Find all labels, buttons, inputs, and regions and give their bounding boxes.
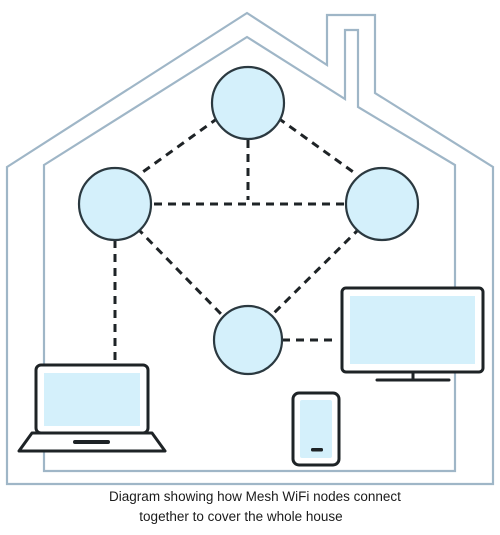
monitor-icon bbox=[340, 286, 485, 382]
mesh-node-bottom-icon bbox=[212, 304, 284, 376]
phone-home-bar bbox=[311, 448, 323, 452]
link-top-left bbox=[139, 116, 219, 176]
phone-screen bbox=[300, 400, 332, 458]
monitor-screen bbox=[350, 296, 475, 364]
house-outline-icon bbox=[5, 11, 495, 486]
house-outer-outline bbox=[5, 11, 495, 486]
link-top-right bbox=[277, 116, 357, 176]
laptop-trackpad bbox=[73, 440, 110, 444]
link-left-bottom bbox=[135, 226, 224, 317]
caption-line-1: Diagram showing how Mesh WiFi nodes conn… bbox=[109, 489, 401, 504]
laptop-screen bbox=[44, 373, 140, 426]
diagram-caption: Diagram showing how Mesh WiFi nodes conn… bbox=[0, 487, 500, 527]
phone-icon bbox=[291, 391, 341, 467]
house-inner-outline bbox=[42, 28, 457, 473]
mesh-nodes bbox=[77, 65, 420, 376]
link-right-bottom bbox=[270, 226, 362, 317]
laptop-icon bbox=[17, 363, 167, 453]
mesh-node-left-icon bbox=[77, 166, 153, 242]
caption-line-2: together to cover the whole house bbox=[139, 509, 343, 524]
mesh-node-top-icon bbox=[210, 65, 286, 141]
mesh-node-right-icon bbox=[344, 166, 420, 242]
mesh-links bbox=[113, 116, 362, 362]
